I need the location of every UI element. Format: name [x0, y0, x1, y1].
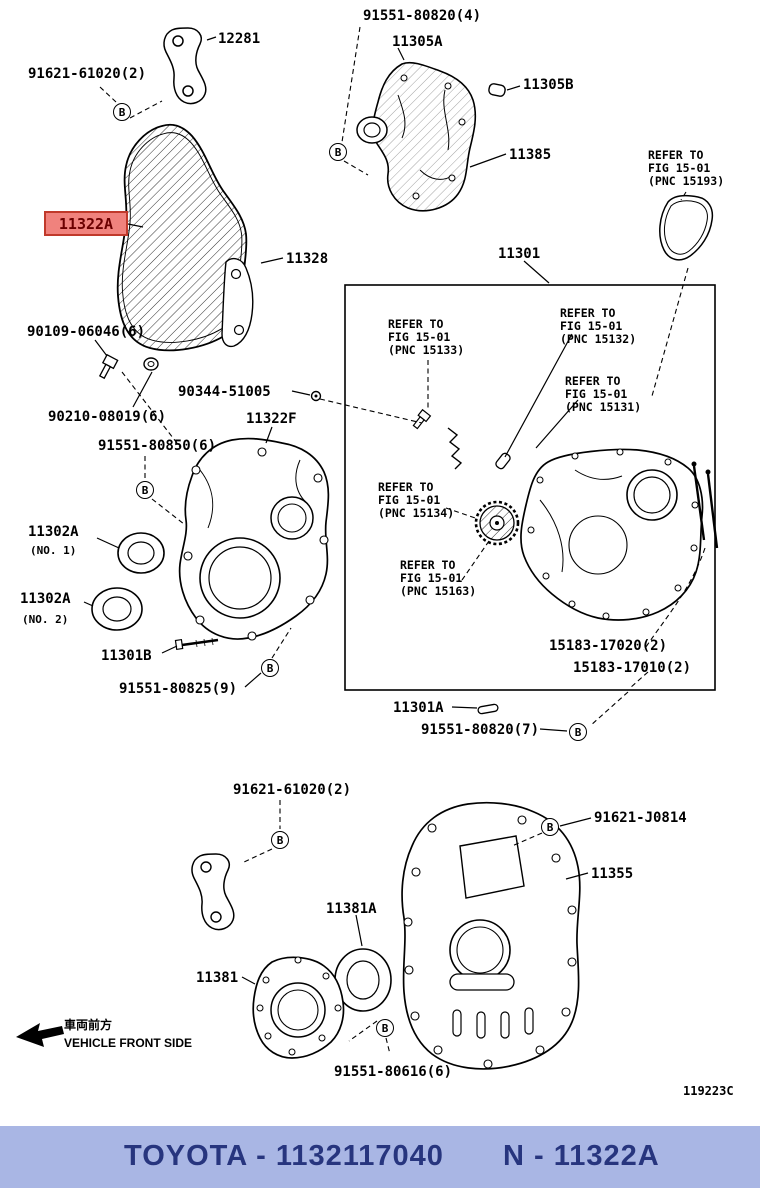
refer-line: REFER TO — [388, 317, 444, 331]
refer-note-15131: REFER TO FIG 15-01 (PNC 15131) — [565, 375, 641, 414]
vehicle-front-arrow — [16, 1023, 64, 1047]
part-label-11355: 11355 — [591, 866, 634, 882]
refer-line: (PNC 15131) — [565, 400, 642, 414]
part-label-11302a-no2-suffix: (NO. 2) — [22, 613, 69, 626]
bolt-marker-b-3: B — [136, 481, 154, 499]
pin-90344-drawing — [310, 390, 322, 402]
part-label-11328: 11328 — [286, 251, 329, 267]
timing-case-drawing — [520, 448, 704, 621]
rear-seal-11381a-drawing — [334, 948, 392, 1012]
pin-11301a-drawing — [477, 703, 499, 715]
part-label-91551-80820-4: 91551-80820(4) — [363, 8, 482, 24]
part-label-91621-61020-bottom: 91621-61020(2) — [233, 782, 352, 798]
refer-line: (PNC 15133) — [388, 343, 465, 357]
dashed-leader-lines — [99, 26, 706, 1055]
upper-timing-plate-drawing — [356, 61, 477, 212]
part-label-11381a: 11381A — [326, 901, 377, 917]
refer-line: REFER TO — [378, 480, 434, 494]
footer-part-number: TOYOTA - 1132117040 — [124, 1140, 444, 1172]
flywheel-plate-11355-drawing — [401, 801, 581, 1070]
part-label-91551-80850: 91551-80850(6) — [98, 438, 217, 454]
refer-line: (PNC 15193) — [648, 174, 725, 188]
bracket-12281-drawing — [163, 27, 207, 105]
part-label-11301: 11301 — [498, 246, 541, 262]
front-plate-11322f-drawing — [178, 437, 330, 641]
refer-line: (PNC 15163) — [400, 584, 477, 598]
studs-15183-drawing — [691, 461, 719, 549]
refer-line: (PNC 15134) — [378, 506, 455, 520]
refer-note-15132: REFER TO FIG 15-01 (PNC 15132) — [560, 307, 636, 346]
refer-note-15134: REFER TO FIG 15-01 (PNC 15134) — [378, 481, 454, 520]
assembly-box-11301 — [344, 284, 716, 691]
in-box-small-parts — [412, 408, 520, 546]
bracket-bottom-hole1 — [200, 861, 212, 873]
refer-note-15193: REFER TO FIG 15-01 (PNC 15193) — [648, 149, 724, 188]
bolt-marker-b-5: B — [569, 723, 587, 741]
refer-line: FIG 15-01 — [565, 387, 628, 401]
refer-line: REFER TO — [400, 558, 456, 572]
part-label-11322f: 11322F — [246, 411, 297, 427]
refer-line: FIG 15-01 — [378, 493, 441, 507]
refer-line: FIG 15-01 — [648, 161, 711, 175]
bolt-marker-b-1: B — [113, 103, 131, 121]
vehicle-front-note-en: VEHICLE FRONT SIDE — [64, 1036, 193, 1050]
part-label-11385: 11385 — [509, 147, 552, 163]
part-label-91551-80820-7: 91551-80820(7) — [421, 722, 540, 738]
part-label-11381: 11381 — [196, 970, 239, 986]
refer-line: REFER TO — [648, 148, 704, 162]
refer-line: REFER TO — [560, 306, 616, 320]
bolt-marker-b-6: B — [541, 818, 559, 836]
footer-pnc: N - 11322A — [503, 1140, 660, 1172]
part-label-11301a: 11301A — [393, 700, 444, 716]
part-label-11302a-no2: 11302A — [20, 591, 71, 607]
bracket-bottom-hole2 — [210, 911, 222, 923]
timing-cover-drawing — [116, 123, 254, 352]
refer-line: FIG 15-01 — [560, 319, 623, 333]
part-label-91621-j0814: 91621-J0814 — [594, 810, 687, 826]
part-label-11305a: 11305A — [392, 34, 443, 50]
bolt-marker-b-8: B — [376, 1019, 394, 1037]
part-label-15183-17020: 15183-17020(2) — [549, 638, 668, 654]
gasket-15193-drawing — [659, 194, 714, 261]
part-label-90210-08019: 90210-08019(6) — [48, 409, 167, 425]
refer-note-15133: REFER TO FIG 15-01 (PNC 15133) — [388, 318, 464, 357]
refer-note-15163: REFER TO FIG 15-01 (PNC 15163) — [400, 559, 476, 598]
bolt-marker-b-4: B — [261, 659, 279, 677]
bolt-90109-drawing — [98, 353, 159, 380]
oil-seal-11302a-no2-drawing — [91, 587, 143, 631]
leader-lines — [83, 36, 592, 985]
part-label-11305b: 11305B — [523, 77, 574, 93]
part-label-91551-80616: 91551-80616(6) — [334, 1064, 453, 1080]
bolt-marker-b-2: B — [329, 143, 347, 161]
diagram-code: 119223C — [683, 1084, 734, 1098]
refer-line: REFER TO — [565, 374, 621, 388]
refer-line: FIG 15-01 — [400, 571, 463, 585]
vehicle-front-note-jp: 車両前方 — [64, 1018, 113, 1032]
seal-retainer-11381-drawing — [252, 956, 345, 1059]
bolt-marker-b-7: B — [271, 831, 289, 849]
part-label-11302a-no1-suffix: (NO. 1) — [30, 544, 77, 557]
refer-line: (PNC 15132) — [560, 332, 637, 346]
part-label-91621-61020-top: 91621-61020(2) — [28, 66, 147, 82]
footer-band — [0, 1126, 760, 1188]
part-label-91551-80825: 91551-80825(9) — [119, 681, 238, 697]
bolt-11301b-drawing — [174, 637, 219, 651]
part-label-11301b: 11301B — [101, 648, 152, 664]
part-label-15183-17010: 15183-17010(2) — [573, 660, 692, 676]
part-label-90109-06046: 90109-06046(6) — [27, 324, 146, 340]
part-label-90344-51005: 90344-51005 — [178, 384, 271, 400]
highlighted-part-label-11322a: 11322A — [44, 211, 128, 236]
part-label-12281: 12281 — [218, 31, 261, 47]
part-label-11302a-no1: 11302A — [28, 524, 79, 540]
refer-line: FIG 15-01 — [388, 330, 451, 344]
plug-11305b-drawing — [488, 83, 506, 97]
oil-seal-11302a-no1-drawing — [117, 532, 165, 574]
